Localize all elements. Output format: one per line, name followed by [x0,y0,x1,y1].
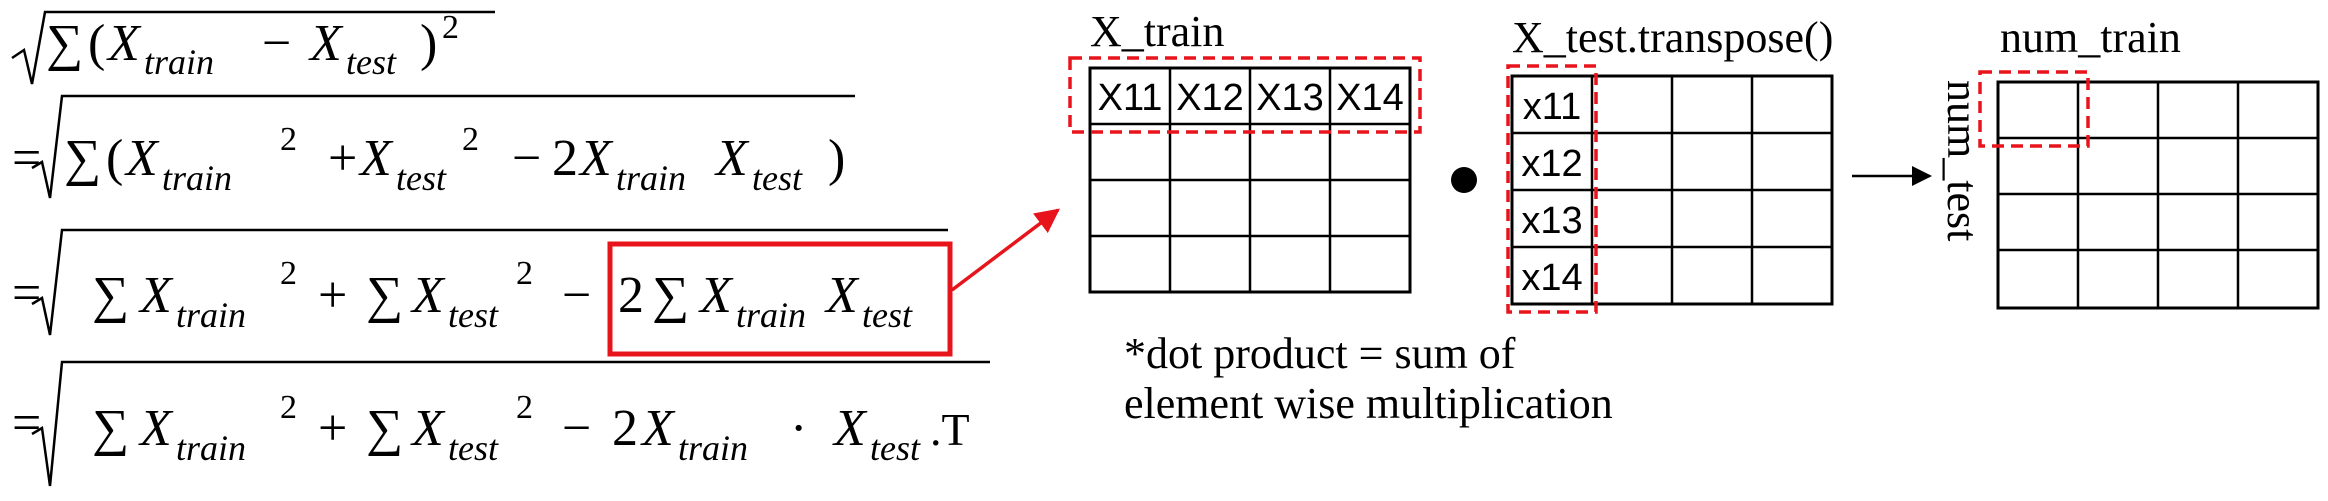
arrow-icon [950,208,1060,292]
sum-symbol: ∑ [652,267,689,324]
note-line-1: *dot product = sum of [1124,329,1516,378]
coefficient-two: 2 [618,267,644,324]
test-subscript: test [870,428,921,468]
equals-sign: = [12,130,41,187]
plus-operator: + [328,130,357,187]
dot-product-note: *dot product = sum of element wise multi… [1124,329,1613,428]
sum-symbol: ∑ [366,400,403,457]
sum-symbol: ∑ [64,130,101,187]
matrix-cell: X11 [1098,77,1163,119]
square-exponent: 2 [280,389,297,426]
test-subscript: test [346,42,397,82]
minus-operator: − [262,15,291,72]
train-subscript: train [176,295,246,335]
test-subscript: test [862,295,913,335]
x-symbol: X [106,15,142,72]
sum-symbol: ∑ [366,267,403,324]
train-subscript: train [678,428,748,468]
close-paren: ) [420,15,437,72]
train-subscript: train [736,295,806,335]
equals-sign: = [12,395,41,452]
square-exponent: 2 [280,121,297,158]
x-symbol: X [714,130,750,187]
x-test-transpose-grid [1510,74,1834,306]
minus-operator: − [562,400,591,457]
equation-line-1: ∑ ( X train − X test ) 2 [11,9,495,85]
minus-operator: − [512,130,541,187]
matrix-cell: X13 [1256,77,1324,119]
equation-line-2: = ∑ ( X train 2 + X test 2 − 2 X train X… [12,94,855,199]
x-test-transpose-matrix: X_test.transpose() x11 x12 x13 x14 [1506,13,1834,314]
row-highlight [1068,56,1422,134]
equation-line-3: = ∑ X train 2 + ∑ X test 2 − 2 ∑ X train… [12,228,953,357]
matrix-cell: x13 [1521,200,1582,242]
note-line-2: element wise multiplication [1124,379,1613,428]
test-subscript: test [396,158,447,198]
x-symbol: X [138,267,174,324]
x-symbol: X [640,400,676,457]
matrix-cell: x11 [1523,86,1581,128]
open-paren: ( [106,130,123,187]
highlight-box [607,241,953,357]
minus-operator: − [562,267,591,324]
x-train-grid [1088,66,1412,294]
result-grid [1996,80,2320,310]
x-symbol: X [578,130,614,187]
x-symbol: X [698,267,734,324]
matrix-cell: X14 [1336,77,1404,119]
square-exponent: 2 [280,255,297,292]
column-highlight [1506,64,1598,314]
train-subscript: train [162,158,232,198]
dot-product-icon [1451,167,1477,193]
matrix-cell: x14 [1521,257,1582,299]
train-subscript: train [616,158,686,198]
sum-symbol: ∑ [92,400,129,457]
radical-sign [31,360,990,487]
sum-symbol: ∑ [46,15,83,72]
matrix-cell: X12 [1176,77,1244,119]
radical-sign [11,10,495,85]
x-symbol: X [124,130,160,187]
radical-sign [31,228,948,336]
open-paren: ( [88,15,105,72]
x-train-title: X_train [1090,7,1224,56]
radical-sign [31,94,855,199]
test-subscript: test [448,295,499,335]
plus-operator: + [318,267,347,324]
coefficient-two: 2 [612,400,638,457]
x-symbol: X [308,15,344,72]
train-subscript: train [144,42,214,82]
square-exponent: 2 [516,389,533,426]
dot-operator: · [790,400,807,457]
x-symbol: X [832,400,868,457]
x-symbol: X [824,267,860,324]
close-paren: ) [828,130,845,187]
x-symbol: X [358,130,394,187]
cell-highlight [1978,70,2090,148]
x-symbol: X [410,267,446,324]
x-test-transpose-title: X_test.transpose() [1512,13,1833,62]
plus-operator: + [318,400,347,457]
x-symbol: X [410,400,446,457]
result-column-label: num_train [2000,13,2181,62]
result-matrix: num_train num_test [1938,13,2320,310]
square-exponent: 2 [462,121,479,158]
coefficient-two: 2 [552,130,578,187]
matrix-cell: x12 [1521,143,1582,185]
test-subscript: test [448,428,499,468]
square-exponent: 2 [442,9,459,46]
train-subscript: train [176,428,246,468]
x-train-matrix: X_train X11 X12 X13 X14 [1068,7,1422,294]
test-subscript: test [752,158,803,198]
equals-sign: = [12,265,41,322]
sum-symbol: ∑ [92,267,129,324]
square-exponent: 2 [516,255,533,292]
equation-line-4: = ∑ X train 2 + ∑ X test 2 − 2 X train ·… [12,360,990,487]
x-symbol: X [138,400,174,457]
transpose-suffix: .T [930,404,970,455]
